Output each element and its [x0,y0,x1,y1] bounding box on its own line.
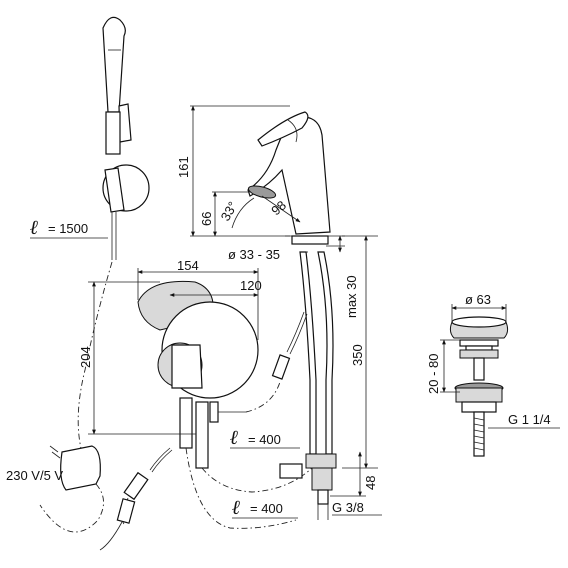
dim-154: 154 [177,258,199,273]
dim-waste-diameter: ø 63 [465,292,491,307]
length-symbol-3: ℓ [232,497,241,519]
cable-length-dimension: ℓ = 400 [230,427,300,449]
dim-204: 204 [78,346,93,368]
dim-120: 120 [240,278,262,293]
length-symbol-2: ℓ [230,427,239,449]
dim-161: 161 [176,156,191,178]
dim-66: 66 [199,212,214,226]
sensor-cable [245,311,308,413]
dim-waste-height: 20 - 80 [426,354,441,394]
dim-waste-thread: G 1 1/4 [508,412,551,427]
cable-length-label: = 400 [248,432,281,447]
dim-350: 350 [350,344,365,366]
popup-waste-group: ø 63 20 - 80 G 1 1/4 [426,292,560,457]
dim-hole-diameter: ø 33 - 35 [228,247,280,262]
dim-max-30: max 30 [344,275,359,318]
power-supply-label: 230 V/5 V [6,468,63,483]
basin-mixer-group: 161 66 33° 98 [176,105,345,245]
dim-98: 98 [268,198,289,219]
dim-g-3-8: G 3/8 [332,500,364,515]
mixer-body [247,116,331,235]
hose-length-label: = 1500 [48,221,88,236]
hand-shower-head [102,16,126,113]
concealed-valve-group: 154 120 204 [78,258,262,469]
hose-length-dimension: ℓ = 1500 [30,217,108,239]
mixer-hoses: G 3/8 [299,251,382,520]
dim-48: 48 [363,476,378,490]
power-supply-group: 230 V/5 V [6,445,173,551]
connection-hose: ℓ = 400 [185,447,313,529]
aerator [247,185,277,199]
length-symbol: ℓ [30,217,39,239]
dim-33-angle: 33° [218,199,241,224]
hose-connection-label: = 400 [250,501,283,516]
mixer-lever [257,111,309,147]
hand-shower-group [77,16,150,471]
power-adapter [60,445,101,491]
hand-shower-button [118,103,132,143]
mixer-install-dims: ø 33 - 35 max 30 350 48 [228,235,378,497]
